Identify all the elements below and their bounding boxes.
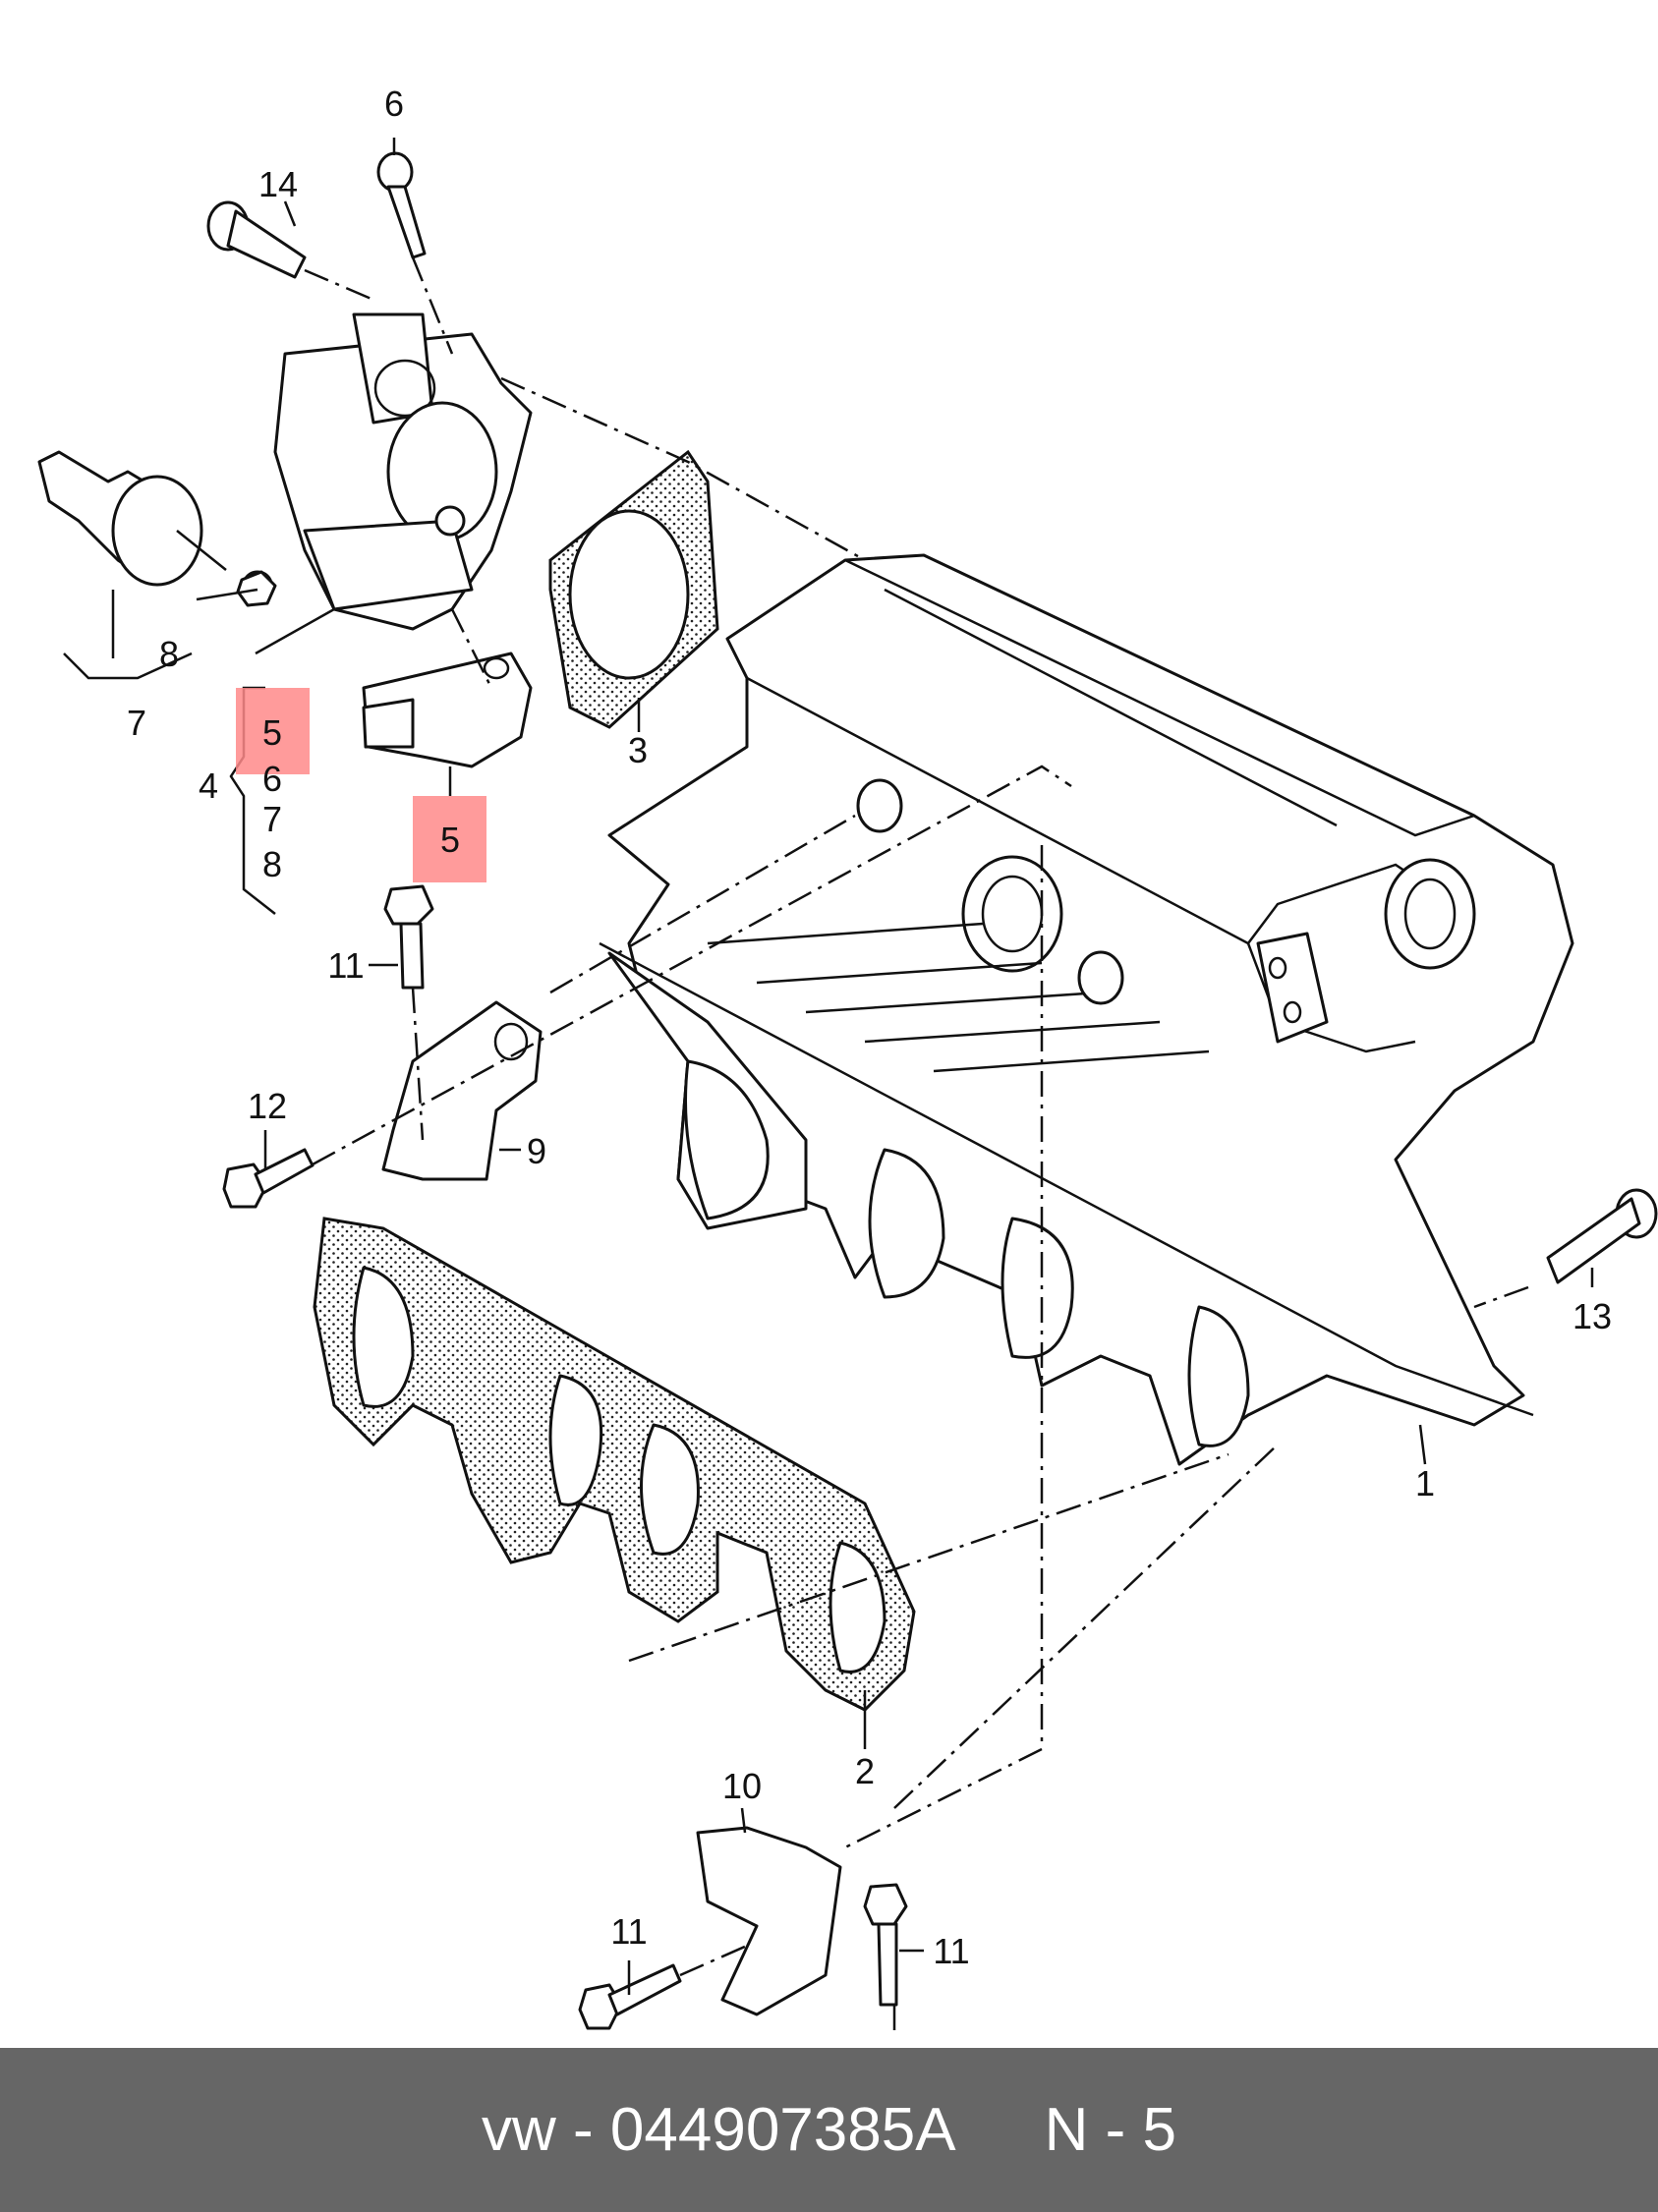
part-number-footer: vw - 044907385A N - 5	[0, 2048, 1658, 2212]
bolt-11-lower-right	[863, 1883, 908, 2007]
bracket-9	[381, 1000, 543, 1181]
bolt-12	[222, 1148, 314, 1209]
throttle-body	[273, 312, 533, 631]
bolt-14	[206, 200, 307, 279]
callout-9: 9	[527, 1131, 546, 1171]
callout-8-group: 8	[262, 844, 282, 884]
callout-5-group: 5	[262, 712, 282, 753]
idle-actuator	[37, 450, 273, 599]
callout-12: 12	[248, 1086, 287, 1126]
highlight-box-5-group	[236, 688, 310, 774]
screw-6	[376, 151, 427, 259]
callout-5-sensor: 5	[440, 820, 460, 860]
exploded-parts-diagram: 6 14 8 7 4 5 6 7 8 5 3 11 12 9 1 13 2 10…	[37, 84, 1658, 2034]
part-number-text: vw - 044907385A	[482, 2096, 956, 2164]
callout-6-group: 6	[262, 759, 282, 799]
highlight-box-5-sensor	[413, 796, 486, 882]
callout-13: 13	[1572, 1296, 1612, 1336]
callout-4: 4	[199, 766, 218, 806]
callout-11-upper: 11	[327, 945, 364, 986]
bracket-10	[696, 1826, 842, 2016]
callout-2: 2	[855, 1751, 875, 1791]
throttle-position-sensor	[362, 652, 533, 768]
bolt-11-upper	[383, 884, 434, 990]
callout-7-group: 7	[262, 799, 282, 839]
callout-6-top: 6	[384, 84, 404, 124]
bolt-13	[1546, 1188, 1658, 1284]
callout-14: 14	[258, 164, 298, 204]
intake-manifold	[599, 553, 1574, 1466]
centerlines	[304, 256, 1529, 2034]
callout-1: 1	[1415, 1463, 1435, 1503]
bolt-11-lower-left	[578, 1963, 682, 2030]
callout-11-lower-right: 11	[933, 1931, 969, 1971]
throttle-body-gasket	[548, 449, 719, 729]
callout-7-left: 7	[127, 703, 146, 743]
callout-11-lower-left: 11	[610, 1911, 647, 1952]
diagram-position-text: N - 5	[1044, 2096, 1176, 2164]
callout-8-left: 8	[159, 634, 179, 674]
callout-10: 10	[722, 1766, 762, 1806]
manifold-gasket	[313, 1217, 916, 1712]
callout-3: 3	[628, 730, 648, 770]
